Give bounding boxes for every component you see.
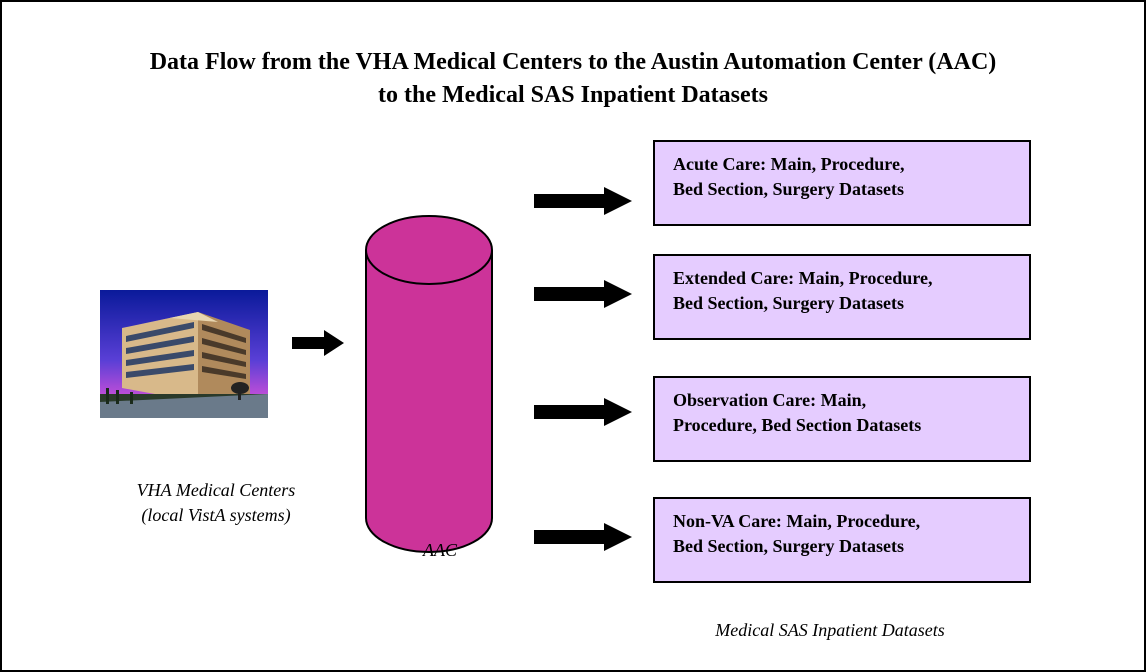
database-cylinder-icon [365, 215, 493, 553]
source-caption-line-2: (local VistA systems) [141, 505, 291, 525]
dataset-box-extended-care: Extended Care: Main, Procedure, Bed Sect… [653, 254, 1031, 340]
right-arrow-icon [534, 523, 632, 551]
source-caption-line-1: VHA Medical Centers [136, 480, 296, 500]
right-arrow-icon [292, 330, 344, 356]
dataset-box-line-2: Bed Section, Surgery Datasets [673, 179, 904, 199]
dataset-box-line-1: Extended Care: Main, Procedure, [673, 268, 933, 288]
dataset-box-line-1: Observation Care: Main, [673, 390, 867, 410]
datasets-caption: Medical SAS Inpatient Datasets [715, 620, 945, 640]
dataset-box-line-2: Bed Section, Surgery Datasets [673, 293, 904, 313]
right-arrow-icon [534, 280, 632, 308]
dataset-box-line-1: Acute Care: Main, Procedure, [673, 154, 905, 174]
dataset-box-line-2: Bed Section, Surgery Datasets [673, 536, 904, 556]
source-caption: VHA Medical Centers (local VistA systems… [86, 478, 346, 528]
dataset-box-observation-care: Observation Care: Main, Procedure, Bed S… [653, 376, 1031, 462]
dataset-box-non-va-care: Non-VA Care: Main, Procedure, Bed Sectio… [653, 497, 1031, 583]
hub-caption: AAC [423, 540, 457, 560]
title-line-1: Data Flow from the VHA Medical Centers t… [149, 49, 997, 75]
dataset-box-line-2: Procedure, Bed Section Datasets [673, 415, 922, 435]
dataset-box-line-1: Non-VA Care: Main, Procedure, [673, 511, 921, 531]
hospital-building-icon [100, 290, 268, 418]
title-line-2: to the Medical SAS Inpatient Datasets [378, 82, 768, 108]
right-arrow-icon [534, 398, 632, 426]
diagram-title: Data Flow from the VHA Medical Centers t… [0, 46, 1146, 112]
right-arrow-icon [534, 187, 632, 215]
dataset-box-acute-care: Acute Care: Main, Procedure, Bed Section… [653, 140, 1031, 226]
